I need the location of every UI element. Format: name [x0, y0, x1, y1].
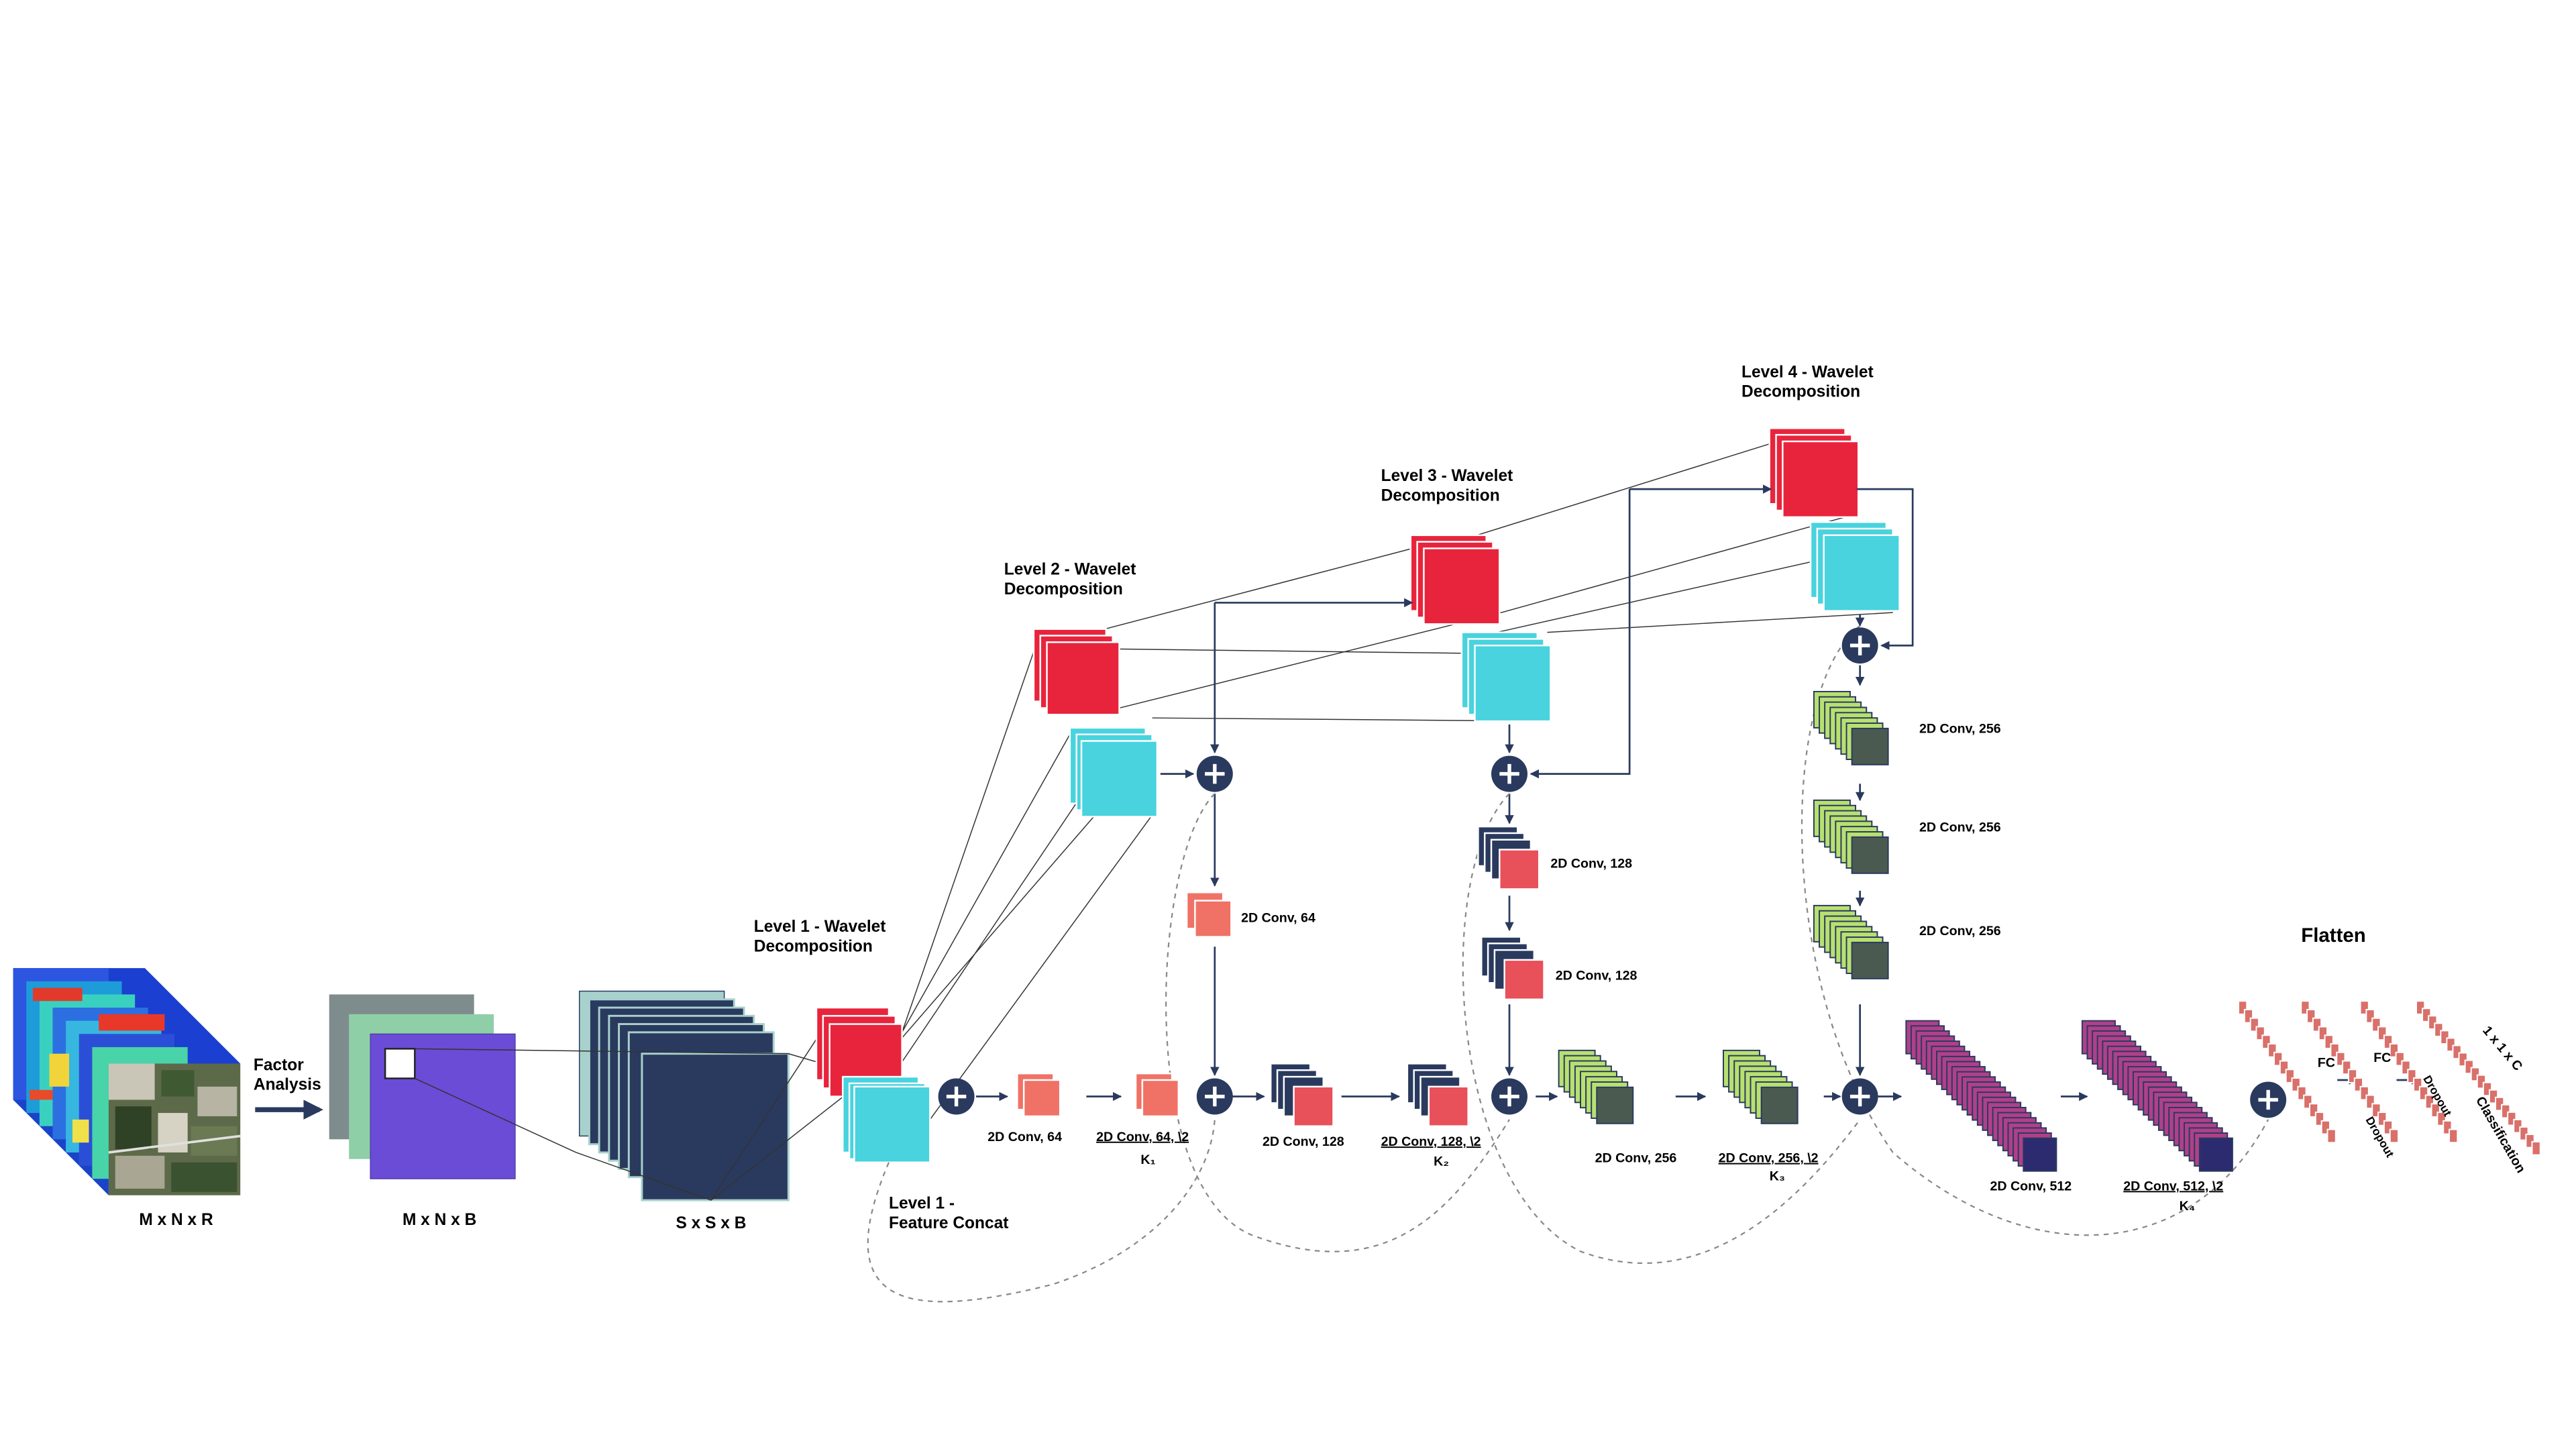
conv-128-stride-block	[1406, 1063, 1469, 1127]
fc-column-3	[2359, 1000, 2459, 1144]
level4-title-line1: Level 4 - Wavelet	[1741, 363, 1874, 381]
level1-wavelet-cyan	[842, 1075, 931, 1163]
level2-wavelet-red	[1032, 628, 1120, 716]
conv-256-label: 2D Conv, 256	[1595, 1151, 1677, 1166]
conv-256-branch-label-3: 2D Conv, 256	[1919, 924, 2001, 938]
conv-64-stride-label: 2D Conv, 64, \2	[1096, 1130, 1189, 1144]
conv-128-branch-block-1	[1477, 825, 1540, 890]
flow-arrows	[976, 488, 2421, 1102]
factor-analysis-label-line1: Factor	[254, 1056, 304, 1074]
layer-slice	[1851, 941, 1889, 979]
flatten-title: Flatten	[2301, 924, 2366, 947]
plus-circle-icon	[1196, 1078, 1233, 1115]
layer-slice	[2198, 1137, 2233, 1172]
level1-title-line2: Decomposition	[754, 938, 873, 956]
conv-512-block	[1905, 1020, 2057, 1172]
level1-title-line1: Level 1 - Wavelet	[754, 918, 886, 936]
fc-label-2: FC	[2373, 1051, 2391, 1065]
conv-256-branch-block-1	[1813, 690, 1889, 765]
level3-wavelet-cyan	[1460, 631, 1552, 722]
level3-title-line2: Decomposition	[1381, 486, 1500, 504]
conv-256-branch-label-2: 2D Conv, 256	[1919, 820, 2001, 835]
conv-64-branch-label: 2D Conv, 64	[1241, 910, 1316, 925]
level2-title-line2: Decomposition	[1004, 580, 1123, 598]
fc-column-2	[2300, 1000, 2399, 1144]
layer-slice	[2023, 1137, 2057, 1172]
plus-circle-icon	[1196, 755, 1233, 792]
reduced-cube-label: M x N x B	[402, 1211, 476, 1229]
projection-lines	[415, 441, 1893, 1201]
fc-column-4	[2416, 1000, 2541, 1156]
layer-slice	[1760, 1086, 1799, 1124]
plus-circle-icon	[938, 1078, 975, 1115]
conv-512-label: 2D Conv, 512	[1990, 1179, 2072, 1193]
conv-128-branch-label-2: 2D Conv, 128	[1556, 968, 1638, 983]
conv-512-stride-block	[2081, 1020, 2233, 1172]
level4-title-line2: Decomposition	[1741, 383, 1860, 401]
conv-128-stride-label: 2D Conv, 128, \2	[1381, 1134, 1481, 1149]
layer-slice	[2449, 1128, 2459, 1144]
input-cube-label: M x N x R	[139, 1211, 213, 1229]
k2-label: K₂	[1434, 1155, 1449, 1169]
level4-wavelet-red	[1768, 427, 1860, 519]
patch-stack	[578, 990, 790, 1201]
level2-wavelet-cyan	[1069, 727, 1159, 818]
plus-circle-icon	[2250, 1081, 2287, 1118]
level2-title-line1: Level 2 - Wavelet	[1004, 561, 1136, 579]
patch-window	[384, 1048, 416, 1079]
factor-analysis-label-line2: Analysis	[254, 1076, 321, 1094]
conv-64-label: 2D Conv, 64	[987, 1130, 1062, 1144]
input-cube	[13, 968, 241, 1195]
fc-label-1: FC	[2318, 1055, 2335, 1070]
conv-64-block	[1016, 1072, 1061, 1118]
conv-64-stride-block	[1134, 1072, 1180, 1118]
conv-128-block	[1270, 1063, 1334, 1127]
layer-slice	[2531, 1141, 2541, 1156]
k4-label: K₄	[2180, 1199, 2196, 1214]
level3-wavelet-red	[1409, 534, 1501, 625]
conv-256-branch-block-2	[1813, 799, 1889, 874]
layer-slice	[1596, 1086, 1634, 1124]
feature-concat-line2: Feature Concat	[889, 1214, 1008, 1232]
conv-256-branch-label-1: 2D Conv, 256	[1919, 721, 2001, 736]
plus-circle-icon	[1491, 755, 1528, 792]
conv-256-stride-label: 2D Conv, 256, \2	[1719, 1151, 1819, 1166]
plus-circle-icon	[1491, 1078, 1528, 1115]
conv-64-branch-block	[1185, 892, 1232, 938]
conv-128-branch-label-1: 2D Conv, 128	[1550, 856, 1632, 871]
add-nodes	[938, 627, 2287, 1118]
k1-label: K₁	[1140, 1152, 1155, 1167]
conv-128-label: 2D Conv, 128	[1263, 1134, 1344, 1149]
patch-stack-label: S x S x B	[676, 1214, 747, 1232]
conv-256-branch-block-3	[1813, 904, 1889, 979]
layer-slice	[2326, 1128, 2337, 1144]
input-cube-rgb-face	[108, 1063, 241, 1195]
layer-slice	[2389, 1128, 2399, 1144]
fc-column-1	[2238, 1000, 2337, 1144]
conv-256-stride-block	[1723, 1049, 1799, 1124]
conv-512-stride-label: 2D Conv, 512, \2	[2123, 1179, 2223, 1193]
k3-label: K₃	[1770, 1169, 1785, 1184]
reduced-cube	[329, 994, 516, 1179]
conv-256-block	[1558, 1049, 1634, 1124]
feature-concat-line1: Level 1 -	[889, 1194, 955, 1212]
layer-slice	[1851, 836, 1889, 874]
output-size-label: 1 x 1 x C	[2479, 1023, 2525, 1073]
plus-circle-icon	[1841, 1078, 1878, 1115]
skip-connections	[867, 625, 2269, 1303]
layer-slice	[1851, 727, 1889, 765]
level3-title-line1: Level 3 - Wavelet	[1381, 467, 1513, 485]
conv-128-branch-block-2	[1481, 936, 1545, 1000]
plus-circle-icon	[1841, 627, 1878, 664]
level4-wavelet-cyan	[1809, 521, 1900, 612]
